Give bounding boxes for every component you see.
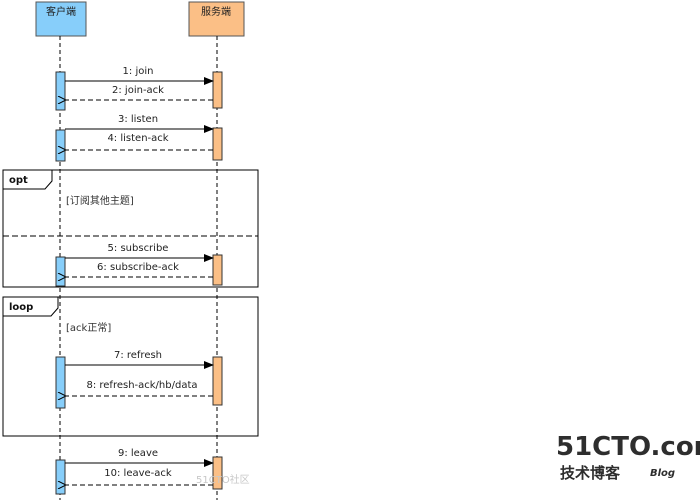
activation-client-2 [55, 129, 66, 162]
activation-client-3 [55, 256, 66, 287]
participant-server [188, 1, 245, 37]
participant-client [35, 1, 87, 37]
activation-server-3 [212, 254, 223, 286]
watermark-logo: 51CTO.com 技术博客 Blog [556, 432, 700, 482]
message-1-label: 1: join [123, 66, 154, 77]
message-5-label: 5: subscribe [108, 243, 169, 254]
message-9-label: 9: leave [118, 448, 158, 459]
message-10-label: 10: leave-ack [104, 468, 172, 479]
activation-client-1 [55, 71, 66, 111]
message-3-label: 3: listen [118, 114, 158, 125]
participant-client-label: 客户端 [46, 5, 76, 18]
message-8-label: 8: refresh-ack/hb/data [86, 380, 197, 391]
fragment-loop-keyword: loop [9, 302, 33, 313]
activation-client-5 [55, 459, 66, 495]
fragment-opt-guard: [订阅其他主题] [66, 194, 134, 207]
fragment-loop-guard: [ack正常] [66, 321, 111, 334]
activation-server-5 [212, 456, 223, 490]
fragment-opt-keyword: opt [9, 175, 28, 186]
watermark-tagline: 技术博客 [560, 464, 621, 482]
activation-server-4 [212, 356, 223, 406]
watermark-site: 51CTO.com [556, 432, 700, 462]
activation-server-2 [212, 127, 223, 161]
message-7-label: 7: refresh [114, 350, 162, 361]
fragment-opt [2, 169, 259, 288]
message-6-label: 6: subscribe-ack [97, 262, 179, 273]
message-2-label: 2: join-ack [112, 85, 164, 96]
fragment-loop [2, 296, 259, 437]
participant-server-label: 服务端 [201, 5, 231, 18]
watermark-blog: Blog [650, 468, 675, 479]
activation-server-1 [212, 71, 223, 109]
watermark-community: 51CTO社区 [196, 473, 250, 486]
activation-client-4 [55, 356, 66, 409]
message-4-label: 4: listen-ack [107, 133, 168, 144]
